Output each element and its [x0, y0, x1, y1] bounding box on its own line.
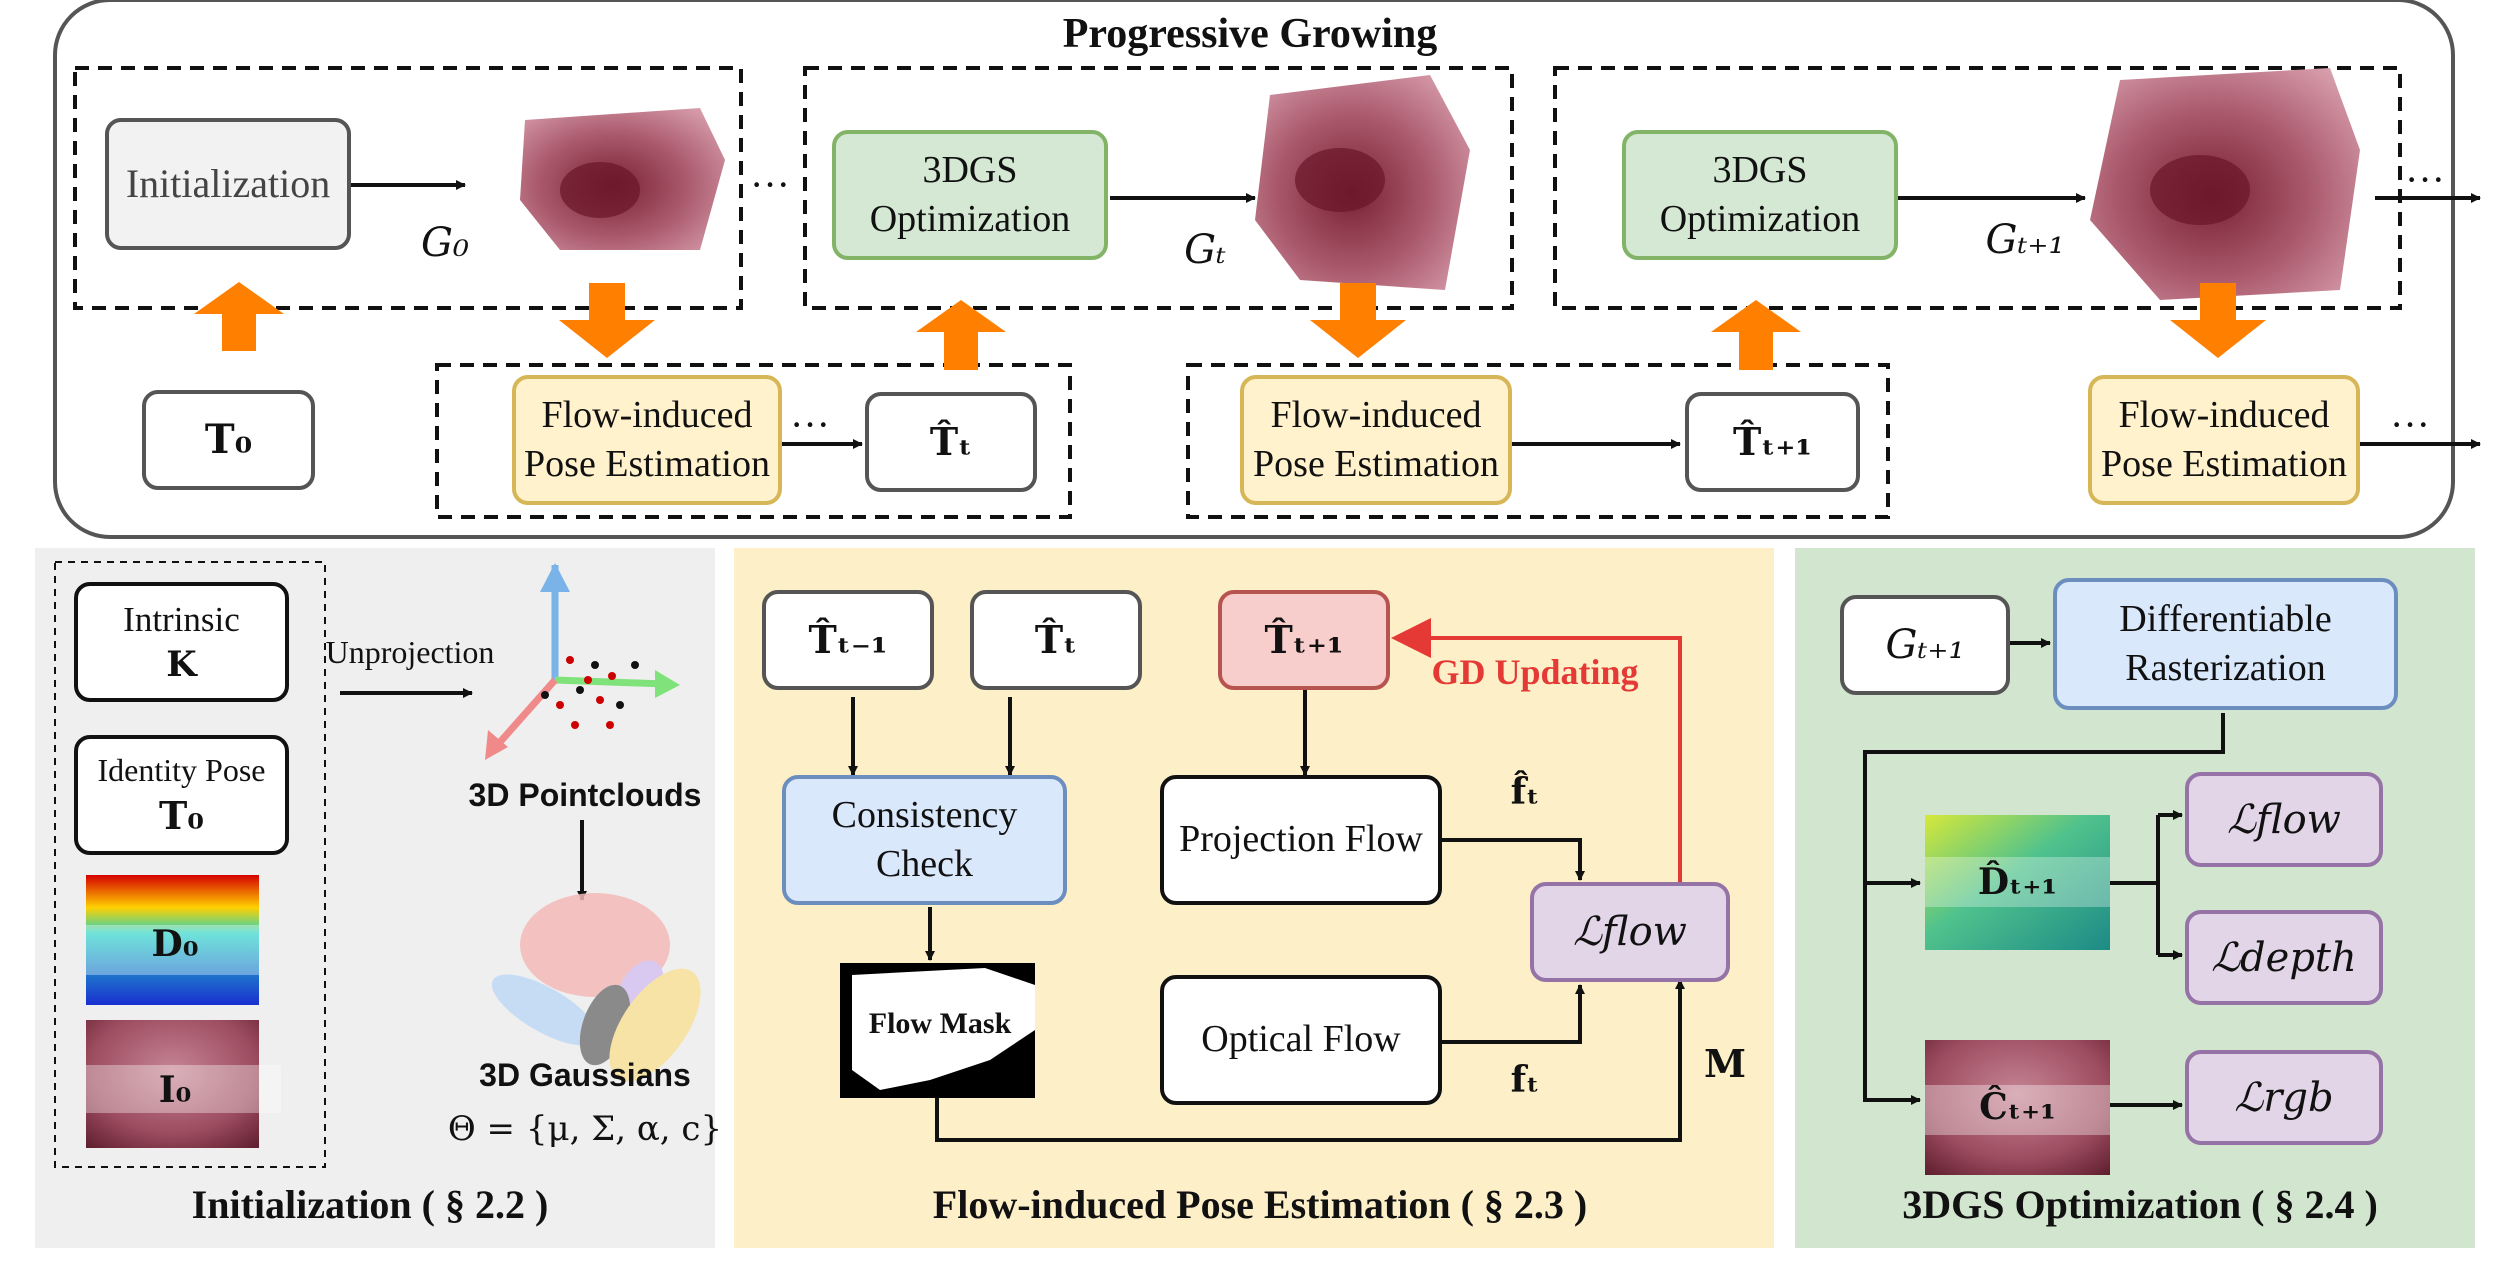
that-t-text: T̂ₜ [929, 419, 973, 465]
pointcloud-dots [541, 656, 639, 729]
consistency-line1: Consistency [831, 793, 1018, 836]
gt-label: Gₜ [1184, 227, 1226, 273]
fpe2-line2: Pose Estimation [1253, 443, 1499, 485]
that-t-flow-text: T̂ₜ [1034, 617, 1078, 663]
l-flow-text: ℒflow [2227, 796, 2341, 843]
g-t1-text: Gₜ₊₁ [1885, 622, 1965, 668]
g0-label: G₀ [421, 220, 469, 266]
lflow-box: ℒflow [1530, 882, 1730, 982]
3dgs-optimization-box-2: 3DGS Optimization [1622, 130, 1898, 260]
that-t-box: T̂ₜ [865, 392, 1037, 492]
fpe3-line1: Flow-induced [2118, 393, 2330, 436]
that-t1-text: T̂ₜ₊₁ [1732, 419, 1813, 465]
opt2-line1: 3DGS [1712, 148, 1808, 191]
initialization-box: Initialization [105, 118, 351, 250]
projection-flow-box: Projection Flow [1160, 775, 1442, 905]
t0-box: T₀ [142, 390, 315, 490]
gd-updating-label: GD Updating [1431, 652, 1639, 692]
flow-mask-label: Flow Mask [868, 1007, 1012, 1040]
ellipsis-2: ··· [2405, 157, 2445, 202]
that-t1-box-flow: T̂ₜ₊₁ [1218, 590, 1390, 690]
ellipsis-1: ··· [750, 162, 790, 207]
flow-caption: Flow-induced Pose Estimation ( § 2.3 ) [932, 1182, 1588, 1227]
progressive-growing-title: Progressive Growing [1062, 11, 1438, 57]
lflow-text: ℒflow [1573, 909, 1687, 955]
ellipsis-4: ··· [2390, 402, 2430, 447]
i0-label: I₀ [158, 1069, 192, 1111]
identity-line2: T₀ [159, 793, 204, 839]
optical-flow-box: Optical Flow [1160, 975, 1442, 1105]
d0-label: D₀ [151, 923, 199, 965]
identity-line1: Identity Pose [97, 751, 266, 788]
l-rgb-box: ℒrgb [2185, 1050, 2383, 1145]
fpe1-line2: Pose Estimation [524, 443, 770, 485]
fpe2-line1: Flow-induced [1270, 393, 1482, 436]
theta-formula: Θ = {μ, Σ, α, c} [447, 1109, 723, 1149]
l-depth-text: ℒdepth [2211, 934, 2357, 981]
that-tm1-box: T̂ₜ₋₁ [762, 590, 934, 690]
d-hat-label: D̂ₜ₊₁ [1977, 861, 2058, 903]
f-t-label: fₜ [1510, 1059, 1540, 1101]
l-depth-box: ℒdepth [2185, 910, 2383, 1005]
c-hat-label: Ĉₜ₊₁ [1979, 1086, 2056, 1128]
t0-text: T₀ [204, 416, 253, 463]
pointclouds-label: 3D Pointclouds [468, 777, 702, 813]
raster-line2: Rasterization [2125, 647, 2326, 689]
init-caption: Initialization ( § 2.2 ) [191, 1182, 549, 1227]
l-rgb-text: ℒrgb [2234, 1074, 2334, 1121]
consistency-line2: Check [875, 843, 974, 885]
raster-line1: Differentiable [2119, 597, 2332, 640]
that-t-box-flow: T̂ₜ [970, 590, 1142, 690]
gt1-label: Gₜ₊₁ [1985, 217, 2065, 263]
3dgs-optimization-box-1: 3DGS Optimization [832, 130, 1108, 260]
unprojection-label: Unprojection [325, 634, 495, 670]
m-label: M [1703, 1041, 1747, 1086]
intrinsic-line1: Intrinsic [123, 599, 240, 639]
l-flow-box: ℒflow [2185, 772, 2383, 867]
that-t1-box: T̂ₜ₊₁ [1685, 392, 1860, 492]
opt1-line1: 3DGS [922, 148, 1018, 191]
that-tm1-text: T̂ₜ₋₁ [808, 617, 888, 663]
fpe3-line2: Pose Estimation [2101, 443, 2347, 485]
g-t1-box: Gₜ₊₁ [1840, 595, 2010, 695]
fhat-t-label: f̂ₜ [1510, 771, 1540, 813]
gaussians-label: 3D Gaussians [479, 1057, 691, 1093]
opt2-line2: Optimization [1659, 198, 1861, 240]
opt-caption: 3DGS Optimization ( § 2.4 ) [1902, 1182, 2378, 1227]
opt1-line2: Optimization [869, 198, 1071, 240]
ellipsis-3: ··· [790, 402, 830, 447]
intrinsic-line2: K [166, 644, 197, 685]
fpe1-line1: Flow-induced [541, 393, 753, 436]
that-t1-flow-text: T̂ₜ₊₁ [1264, 617, 1344, 663]
